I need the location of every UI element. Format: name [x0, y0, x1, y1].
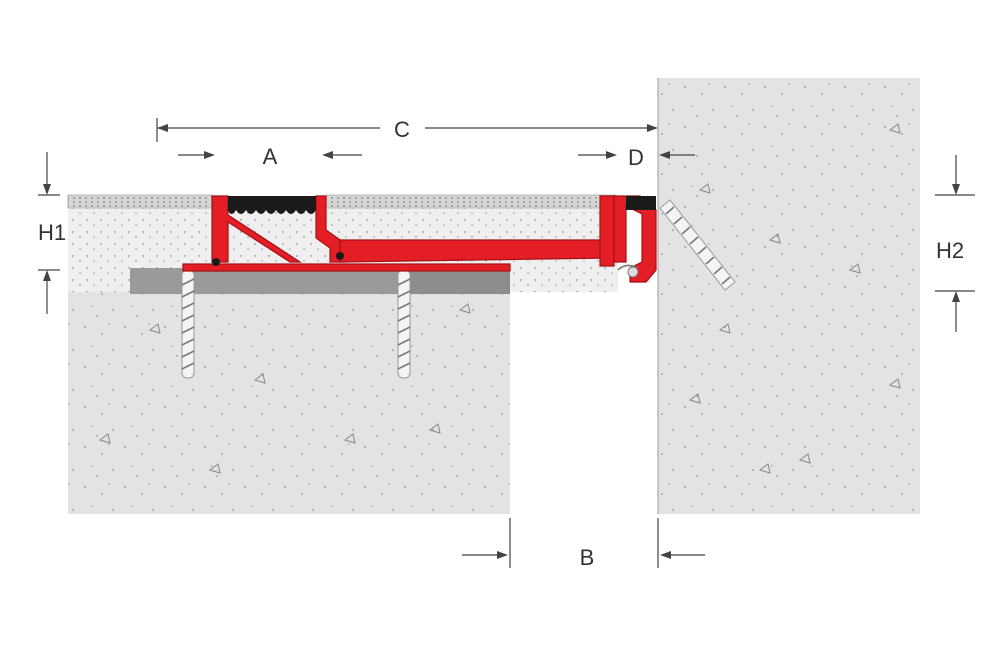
label-a: A: [263, 144, 278, 169]
label-h1: H1: [38, 220, 66, 245]
rubber-seal: [228, 196, 316, 214]
label-b: B: [580, 545, 595, 570]
left-concrete-slab: [68, 292, 510, 514]
dimension-h2: H2: [935, 155, 975, 332]
dimension-c: C: [156, 117, 658, 142]
label-h2: H2: [936, 238, 964, 263]
floor-tile-left: [67, 194, 213, 209]
dimension-b: B: [462, 518, 705, 570]
label-d: D: [628, 145, 644, 170]
right-concrete-wall: [657, 78, 920, 514]
dimension-h1: H1: [38, 152, 66, 314]
dimension-a: A: [178, 144, 362, 169]
anchor-screw-wall: [659, 199, 736, 291]
floor-tile-right: [325, 194, 617, 209]
anchor-screw-middle: [397, 269, 411, 379]
dimension-d: D: [578, 145, 695, 170]
joint-profile: [182, 195, 657, 283]
anchor-screw-left: [181, 269, 195, 379]
profile-clip: [617, 264, 639, 278]
label-c: C: [394, 117, 410, 142]
wall-seal: [626, 196, 656, 210]
